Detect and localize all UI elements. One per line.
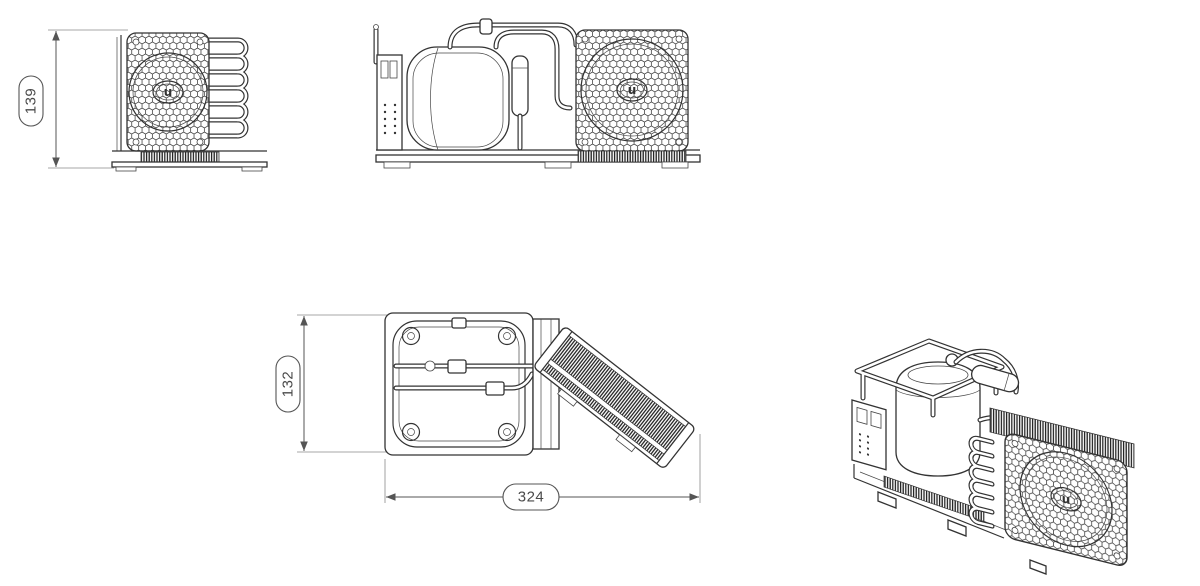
grille-honeycomb xyxy=(1004,433,1128,566)
grille-screws xyxy=(1011,439,1121,560)
brand-logo-oval-inner xyxy=(620,81,644,99)
fan-ring xyxy=(580,38,684,142)
dimension-badge xyxy=(502,483,560,511)
fan-grille: u xyxy=(1004,433,1128,566)
view-front-elevation: u xyxy=(373,18,701,169)
dimension-depth-value: 132 xyxy=(280,371,297,398)
fan-ring xyxy=(1019,451,1113,548)
brand-logo-oval-inner xyxy=(156,83,180,101)
compressor-body xyxy=(406,46,510,151)
control-box xyxy=(376,54,403,151)
dimension-length-value: 324 xyxy=(518,489,545,506)
tube-fitting xyxy=(479,18,493,35)
heatsink-fins xyxy=(883,475,985,522)
refrigerant-tube-left xyxy=(373,24,379,65)
view-plan: 132 xyxy=(275,312,701,511)
fan-grille: u xyxy=(126,32,210,152)
heatsink-fins xyxy=(140,151,220,163)
brand-logo-oval xyxy=(152,80,184,104)
grille-screws xyxy=(132,38,204,146)
dimension-depth: 132 xyxy=(275,314,390,453)
brand-logo-oval-inner xyxy=(1054,490,1078,509)
fan-ring xyxy=(128,52,208,132)
view-isometric: u xyxy=(851,338,1135,575)
base-feet xyxy=(383,161,689,169)
fan-ring-inner xyxy=(132,56,204,128)
fan-grille: u xyxy=(575,29,689,152)
tube-fitting xyxy=(447,359,467,374)
dimension-length: 324 xyxy=(384,434,701,511)
fan-ring-inner xyxy=(1024,456,1108,542)
foot xyxy=(241,166,263,172)
dimension-badge xyxy=(18,75,44,127)
frame-edge xyxy=(116,35,122,151)
dimension-height: 139 xyxy=(18,29,128,169)
brand-logo-text: u xyxy=(628,83,637,97)
condenser-coil-angled xyxy=(534,327,695,468)
refrigerant-tubes xyxy=(393,317,547,396)
brand-logo-oval xyxy=(616,78,648,102)
brand-logo-text: u xyxy=(1062,491,1071,507)
mounting-base xyxy=(111,150,268,172)
compressor-body xyxy=(895,353,981,477)
valve xyxy=(424,360,436,372)
condenser-coil-bends xyxy=(203,37,249,139)
tube-fitting xyxy=(485,381,505,396)
tube-fitting xyxy=(451,317,467,329)
mounting-grommets xyxy=(401,326,517,442)
coil-foot xyxy=(557,388,578,407)
brand-logo-text: u xyxy=(164,85,173,99)
dimension-badge xyxy=(275,355,301,413)
view-side-elevation: 139 u xyxy=(18,29,268,172)
condenser-coil-bends xyxy=(968,435,995,529)
dimension-height-value: 139 xyxy=(23,88,40,115)
coil-foot xyxy=(615,434,636,453)
heatsink-fins xyxy=(577,150,687,163)
control-box xyxy=(851,399,887,471)
foot xyxy=(877,491,897,509)
grille-screws xyxy=(581,35,683,146)
base-plate xyxy=(111,161,268,168)
foot xyxy=(115,166,137,172)
fan-ring-inner xyxy=(585,43,679,137)
drier-cylinder xyxy=(971,364,1020,393)
base-plate xyxy=(375,154,701,163)
foot xyxy=(1029,559,1047,575)
drier-cylinder xyxy=(511,55,529,151)
refrigerant-tubes-top xyxy=(447,18,579,111)
brand-logo-oval xyxy=(1050,486,1082,512)
foot xyxy=(947,519,967,537)
compressor-plate-top xyxy=(384,312,547,456)
